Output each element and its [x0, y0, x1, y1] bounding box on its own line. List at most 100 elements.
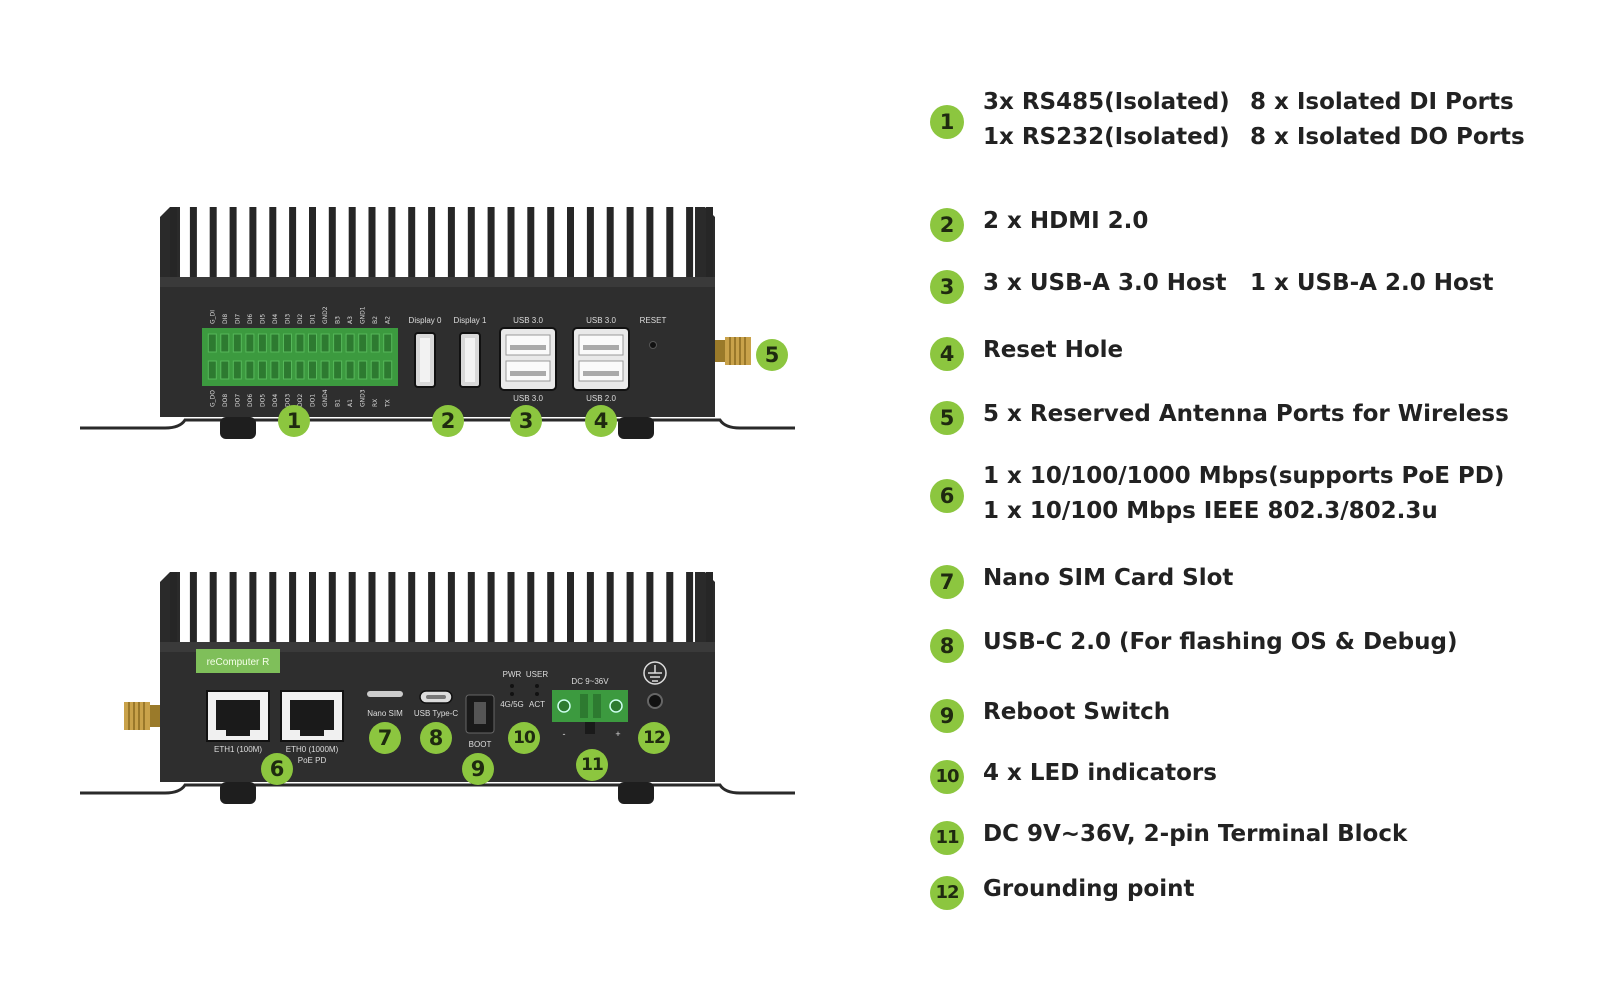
spec-text: Grounding point	[983, 876, 1195, 902]
di-terminal-label: DI2	[297, 314, 304, 324]
callout-badge-2: 2	[432, 405, 464, 437]
di-terminal-label: DI8	[222, 314, 229, 324]
do-terminal-label: GND3	[360, 389, 367, 407]
spec-text-secondary: 1 x USB-A 2.0 Host	[1250, 270, 1494, 296]
spec-item-10: 10 4 x LED indicators	[930, 758, 1570, 794]
do-terminal-label: A1	[347, 399, 354, 407]
spec-text: 1x RS232(Isolated)	[983, 124, 1230, 150]
spec-item-8: 8 USB-C 2.0 (For flashing OS & Debug)	[930, 627, 1570, 663]
pwr-label: PWR	[503, 670, 522, 679]
spec-text: 2 x HDMI 2.0	[983, 208, 1149, 234]
spec-number-badge: 2	[930, 208, 964, 242]
minus-label: -	[563, 729, 566, 739]
callout-badge-6: 6	[261, 753, 293, 785]
do-terminal-label: RX	[372, 399, 379, 407]
device-back-view: reComputer R ETH1 (100M) ETH0 (1000M) Po…	[80, 572, 795, 804]
spec-item-3: 3 3 x USB-A 3.0 Host 1 x USB-A 2.0 Host	[930, 268, 1570, 304]
spec-number-badge: 10	[930, 760, 964, 794]
do-terminal-label: G_DO	[209, 390, 216, 407]
do-terminal-label: DO7	[234, 394, 241, 407]
do-terminal-label: TX	[385, 399, 392, 408]
spec-item-11: 11 DC 9V~36V, 2-pin Terminal Block	[930, 819, 1570, 855]
display0-label: Display 0	[409, 316, 442, 325]
di-terminal-label: DI1	[310, 314, 317, 324]
reset-label: RESET	[640, 316, 667, 325]
spec-text: 3 x USB-A 3.0 Host	[983, 270, 1227, 296]
spec-item-6: 6 1 x 10/100/1000 Mbps(supports PoE PD) 1 …	[930, 461, 1570, 531]
do-terminal-label: B1	[335, 399, 342, 407]
di-terminal-label: A3	[347, 316, 354, 324]
spec-number-badge: 11	[930, 821, 964, 855]
di-terminal-label: DI4	[272, 314, 279, 324]
di-terminal-label: GND1	[360, 306, 367, 324]
spec-item-2: 2 2 x HDMI 2.0	[930, 206, 1570, 242]
di-terminal-label: A2	[385, 316, 392, 324]
spec-number-badge: 4	[930, 337, 964, 371]
di-terminal-label: B2	[372, 316, 379, 324]
spec-text: 5 x Reserved Antenna Ports for Wireless	[983, 401, 1509, 427]
callout-badge-9: 9	[462, 753, 494, 785]
do-terminal-label: DO1	[310, 394, 317, 407]
callout-badge-12: 12	[638, 722, 670, 754]
do-terminal-label: DO8	[222, 394, 229, 407]
callout-badge-1: 1	[278, 405, 310, 437]
spec-number-badge: 6	[930, 479, 964, 513]
user-label: USER	[526, 670, 548, 679]
spec-text: DC 9V~36V, 2-pin Terminal Block	[983, 821, 1408, 847]
spec-item-9: 9 Reboot Switch	[930, 697, 1570, 733]
poe-label: PoE PD	[298, 756, 327, 765]
spec-text: Nano SIM Card Slot	[983, 565, 1234, 591]
brand-label: reComputer R	[207, 657, 270, 668]
spec-text-secondary: 8 x Isolated DI Ports	[1250, 89, 1514, 115]
spec-number-badge: 9	[930, 699, 964, 733]
do-terminal-label: DO5	[259, 394, 266, 407]
di-terminal-label: DI7	[234, 314, 241, 324]
spec-text: 1 x 10/100/1000 Mbps(supports PoE PD)	[983, 463, 1505, 489]
callout-badge-10: 10	[508, 722, 540, 754]
usb30-top-label: USB 3.0	[513, 316, 543, 325]
spec-text: 4 x LED indicators	[983, 760, 1217, 786]
do-terminal-label: GND4	[322, 389, 329, 407]
boot-label: BOOT	[469, 740, 492, 749]
usb20-bottom-label: USB 2.0	[586, 394, 616, 403]
callout-badge-7: 7	[369, 722, 401, 754]
di-terminal-label: DI6	[247, 314, 254, 324]
nano-sim-label: Nano SIM	[367, 709, 403, 718]
usb-type-c-label: USB Type-C	[414, 709, 459, 718]
do-terminal-label: DO3	[284, 394, 291, 407]
act-label: ACT	[529, 700, 545, 709]
spec-number-badge: 8	[930, 629, 964, 663]
callout-badge-11: 11	[576, 749, 608, 781]
dc-label: DC 9~36V	[571, 677, 609, 686]
spec-text-secondary: 8 x Isolated DO Ports	[1250, 124, 1525, 150]
di-terminal-label: DI5	[259, 314, 266, 324]
di-terminal-label: GND2	[322, 306, 329, 324]
do-terminal-label: DO2	[297, 394, 304, 407]
callout-badge-3: 3	[510, 405, 542, 437]
spec-number-badge: 12	[930, 876, 964, 910]
spec-number-badge: 3	[930, 270, 964, 304]
spec-item-12: 12 Grounding point	[930, 874, 1570, 910]
plus-label: +	[615, 729, 620, 739]
spec-text: USB-C 2.0 (For flashing OS & Debug)	[983, 629, 1458, 655]
usb30-bottom-label: USB 3.0	[513, 394, 543, 403]
do-terminal-label: DO4	[272, 394, 279, 407]
display1-label: Display 1	[454, 316, 487, 325]
spec-text: Reset Hole	[983, 337, 1124, 363]
spec-item-7: 7 Nano SIM Card Slot	[930, 563, 1570, 599]
g45-label: 4G/5G	[500, 700, 524, 709]
spec-number-badge: 7	[930, 565, 964, 599]
callout-badge-4: 4	[585, 405, 617, 437]
eth0-label: ETH0 (1000M)	[286, 745, 339, 754]
spec-number-badge: 5	[930, 401, 964, 435]
spec-text: 1 x 10/100 Mbps IEEE 802.3/802.3u	[983, 498, 1438, 524]
spec-text: 3x RS485(Isolated)	[983, 89, 1230, 115]
callout-badge-8: 8	[420, 722, 452, 754]
di-terminal-label: B3	[335, 316, 342, 324]
spec-text: Reboot Switch	[983, 699, 1171, 725]
spec-item-5: 5 5 x Reserved Antenna Ports for Wireless	[930, 399, 1570, 435]
do-terminal-label: DO6	[247, 394, 254, 407]
